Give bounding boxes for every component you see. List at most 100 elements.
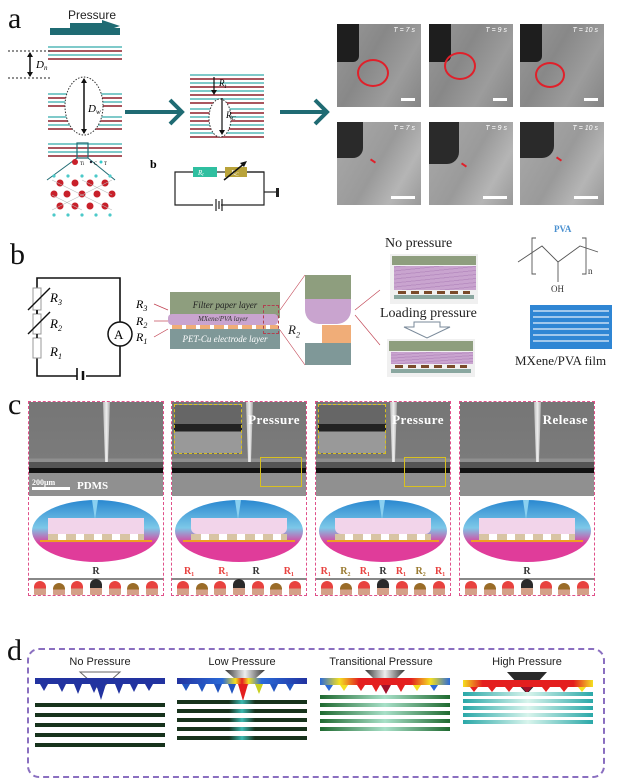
sem-image: Pressure	[316, 402, 450, 496]
red-figure-icon	[465, 581, 478, 595]
scale-bar	[584, 98, 598, 101]
mxene-pva-film-icon	[530, 305, 612, 349]
zoom-inset	[318, 404, 386, 454]
connector-lines	[280, 274, 381, 366]
resistance-labels: R	[29, 566, 163, 578]
red-figure-icon	[71, 581, 84, 595]
pva-n: n	[588, 266, 593, 276]
resistance-label: R₁	[218, 566, 229, 577]
scale-bar	[574, 196, 598, 199]
cross-section-illustration	[32, 500, 160, 562]
black-figure-icon	[232, 579, 245, 595]
resistance-label: R₁	[395, 566, 407, 577]
brown-figure-icon	[483, 583, 496, 595]
cross-section-illustration	[175, 500, 303, 562]
sem-image: Release	[460, 402, 594, 496]
svg-text:Ti: Ti	[80, 162, 85, 167]
loading-pressure-label: Loading pressure	[380, 306, 477, 321]
scale-bar	[401, 98, 415, 101]
figure-row	[318, 579, 448, 595]
black-figure-icon	[376, 579, 389, 595]
black-figure-icon	[520, 579, 533, 595]
brown-figure-icon	[414, 583, 427, 595]
black-figure-icon	[89, 579, 102, 595]
cu-electrodes	[172, 325, 278, 329]
tem-image-bottom-1: T = 7 s	[337, 122, 421, 205]
layers-high	[463, 692, 593, 724]
panel-a-schematic: Dn Dw Ti C T Rt RC	[8, 20, 330, 217]
brown-figure-icon	[558, 583, 571, 595]
resistance-label: R₁	[359, 566, 371, 577]
red-marker	[460, 162, 468, 168]
panel-c-label: c	[8, 388, 22, 421]
resistance-label: R	[252, 566, 260, 577]
red-figure-icon	[358, 581, 371, 595]
zoom-copper-block	[322, 325, 351, 343]
variable-arrow-icon	[223, 162, 246, 181]
zoom-region-box	[263, 305, 279, 334]
mxene-pva-layer: MXene/PVA layer	[168, 314, 278, 325]
resistance-labels: R	[460, 566, 594, 578]
red-marker	[369, 158, 377, 164]
time-label: T = 7 s	[393, 125, 415, 132]
mxene-stack-left	[47, 46, 123, 157]
stack-r3-label: R3	[135, 297, 147, 313]
panel-d-label: d	[7, 634, 22, 667]
circuit-r2-label: R2	[49, 316, 62, 333]
inset-b-circuit: Rt RC	[174, 161, 279, 211]
state-title-transitional-pressure: Transitional Pressure	[329, 656, 433, 668]
red-figure-icon	[145, 581, 158, 595]
red-figure-icon	[395, 581, 408, 595]
red-figure-icon	[214, 581, 227, 595]
time-label: T = 9 s	[485, 27, 507, 34]
state-title-no-pressure: No Pressure	[69, 656, 131, 668]
brown-figure-icon	[52, 583, 65, 595]
brown-figure-icon	[195, 583, 208, 595]
tem-image-bottom-2: T = 9 s	[429, 122, 513, 205]
red-marker	[555, 156, 563, 162]
red-figure-icon	[177, 581, 190, 595]
time-label: T = 7 s	[393, 27, 415, 34]
loading-arrow-icon	[403, 321, 451, 339]
sem-image: Pressure	[172, 402, 306, 496]
scale-bar	[493, 98, 507, 101]
pressure-plate	[50, 28, 120, 35]
resistor-r1	[193, 167, 217, 177]
panel-b-circuit: A R3 R2 R1 R3 R2 R1	[27, 277, 169, 380]
mxene-pva-film-label: MXene/PVA film	[515, 353, 607, 368]
panel-d-frame	[27, 648, 605, 778]
figure-row	[462, 579, 592, 595]
ammeter-label: A	[114, 327, 124, 342]
layers-transitional	[320, 695, 450, 731]
zoom-pet-block	[305, 343, 351, 365]
figure-row	[31, 579, 161, 595]
stack-r1-label: R1	[135, 330, 147, 346]
probe-tip	[534, 402, 541, 464]
pva-oh: OH	[551, 284, 564, 292]
scale-bar-label: 200μm	[32, 478, 70, 490]
tem-image-top-1: T = 7 s	[337, 24, 421, 107]
red-figure-icon	[539, 581, 552, 595]
red-figure-icon	[34, 581, 47, 595]
pva-structure: n OH	[517, 237, 599, 292]
zoom-region-box	[260, 457, 302, 487]
circuit-r1-label: R1	[49, 344, 62, 361]
zoom-inset	[174, 404, 242, 454]
top-electrode-transitional	[320, 678, 450, 685]
ti3c2-lattice: Ti C T	[50, 159, 116, 217]
ammeter-icon	[107, 321, 133, 347]
state-label: Pressure	[392, 412, 444, 427]
resistance-label: R	[379, 566, 387, 577]
tem-image-bottom-3: T = 10 s	[520, 122, 604, 205]
no-pressure-label: No pressure	[385, 236, 453, 251]
red-figure-icon	[288, 581, 301, 595]
no-pressure-diagram	[390, 254, 478, 304]
red-figure-icon	[108, 581, 121, 595]
tem-image-top-3: T = 10 s	[520, 24, 604, 107]
brown-figure-icon	[127, 583, 140, 595]
top-electrode-high	[463, 680, 593, 687]
zoom-region-box	[404, 457, 446, 487]
